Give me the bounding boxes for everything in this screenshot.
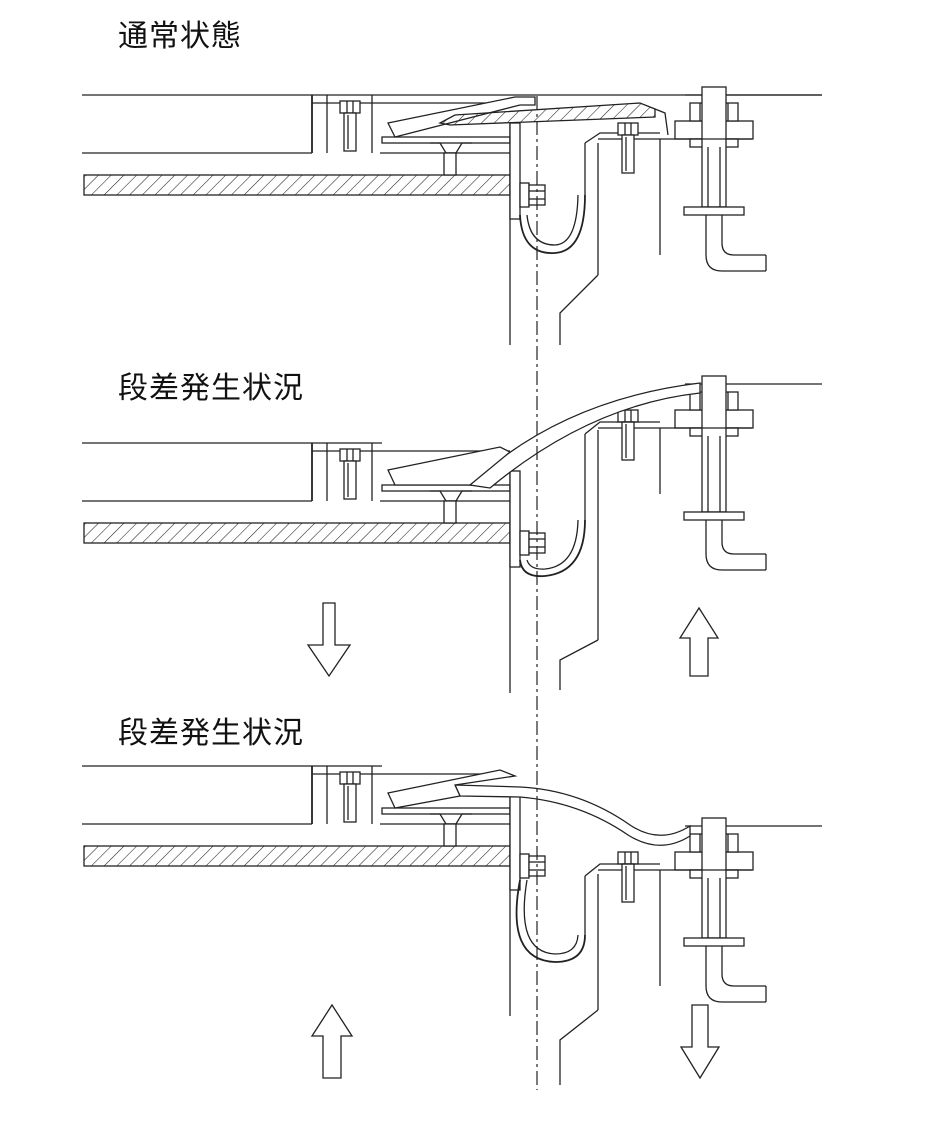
up-arrow-icon <box>678 606 720 677</box>
heading-step-condition-2: 段差発生状況 <box>118 716 304 751</box>
up-arrow-icon <box>310 1003 354 1079</box>
panel-step-2 <box>82 766 823 1085</box>
panel-normal <box>82 86 823 345</box>
down-arrow-icon <box>679 1004 721 1080</box>
down-arrow-icon <box>306 602 352 678</box>
panel-step-1 <box>82 375 822 693</box>
heading-step-condition-1: 段差発生状況 <box>118 371 304 406</box>
heading-normal-state: 通常状態 <box>118 19 242 54</box>
